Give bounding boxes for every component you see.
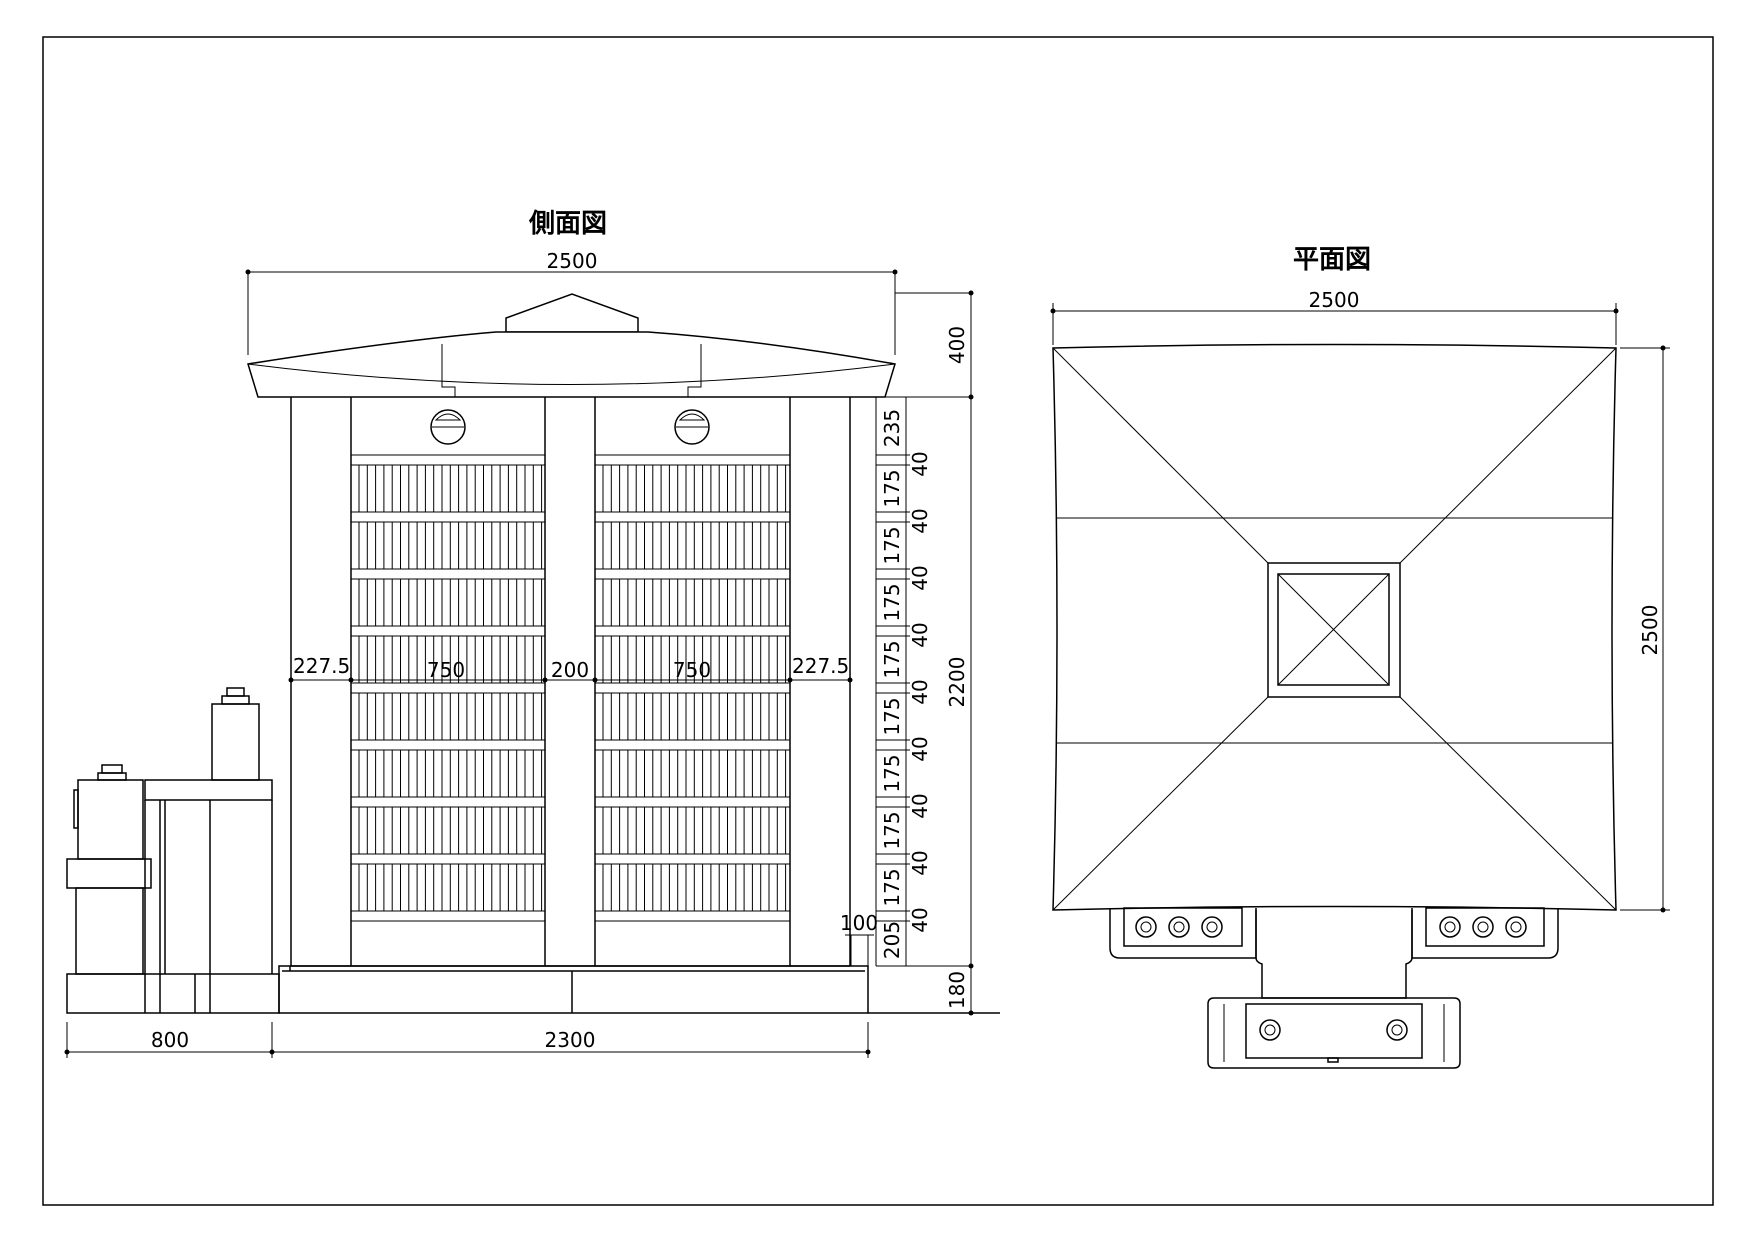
- dim-center-pillar: 200: [551, 658, 589, 682]
- dim-annex-width: 800: [151, 1028, 189, 1052]
- shelf-band: [350, 511, 546, 523]
- side-view: 側面図: [64, 209, 1000, 1058]
- shelf-band: [594, 739, 791, 751]
- dim-shelf-height: 175: [880, 583, 904, 621]
- dim-shelf-gap: 40: [908, 565, 932, 590]
- dim-overall-width: 2500: [547, 249, 598, 273]
- shelf-band: [594, 682, 791, 694]
- dim-body-height: 2200: [945, 657, 969, 708]
- bolt-hole-inner: [1510, 921, 1522, 933]
- side-view-title: 側面図: [528, 209, 607, 239]
- plan-roof-outline: [1052, 343, 1617, 911]
- shelf-band: [594, 910, 791, 922]
- base-plinth: [278, 965, 1000, 1014]
- shelf-band: [594, 796, 791, 808]
- dim-shelf-height: 175: [880, 868, 904, 906]
- dim-shelf-gap: 40: [908, 622, 932, 647]
- shelf-dimension-ticks: [875, 396, 910, 967]
- plan-dim-depth: 2500: [1638, 605, 1662, 656]
- bolt-hole-inner: [1140, 921, 1152, 933]
- crest-emblem-icon: [674, 409, 710, 445]
- bolt-hole-icon: [1505, 916, 1527, 938]
- annex-monument: [66, 687, 280, 1014]
- bolt-hole-icon: [1472, 916, 1494, 938]
- side-dimensions: [64, 269, 974, 1058]
- dim-left-bay: 750: [427, 658, 465, 682]
- plan-top-cap: [1267, 562, 1401, 698]
- dim-shelf-gap: 40: [908, 679, 932, 704]
- bolt-hole-inner: [1206, 921, 1218, 933]
- dim-shelf-gap: 40: [908, 907, 932, 932]
- plan-dim-width: 2500: [1309, 288, 1360, 312]
- shelf-dimension-labels: 4040404040404040401751751751751751751751…: [880, 451, 932, 932]
- bolt-hole-inner: [1444, 921, 1456, 933]
- shelf-grid: [350, 454, 791, 922]
- shelf-band: [350, 910, 546, 922]
- crest-emblem-icon: [430, 409, 466, 445]
- roof-eave-line: [247, 363, 896, 385]
- shelf-band: [350, 625, 546, 637]
- roof: [247, 293, 896, 398]
- shelf-band: [350, 853, 546, 865]
- roof-ridge-block: [441, 344, 702, 397]
- dim-plinth-offset: 100: [840, 911, 878, 935]
- plan-view-title: 平面図: [1293, 245, 1371, 275]
- dim-bottom-margin: 205: [880, 921, 904, 959]
- dim-right-pillar: 227.5: [792, 654, 849, 678]
- bolt-hole-inner: [1391, 1024, 1403, 1036]
- bolt-hole-icon: [1135, 916, 1157, 938]
- dim-right-bay: 750: [673, 658, 711, 682]
- shelf-band: [350, 796, 546, 808]
- dim-shelf-gap: 40: [908, 736, 932, 761]
- shelf-band: [350, 682, 546, 694]
- shelf-band: [594, 625, 791, 637]
- dim-roof-height: 400: [945, 326, 969, 364]
- plan-base-left: [1109, 907, 1257, 959]
- bolt-hole-icon: [1201, 916, 1223, 938]
- dim-shelf-gap: 40: [908, 793, 932, 818]
- shelf-band: [594, 568, 791, 580]
- dim-shelf-height: 175: [880, 640, 904, 678]
- bolt-hole-icon: [1259, 1019, 1281, 1041]
- dim-base-height: 180: [945, 971, 969, 1009]
- shelf-band: [594, 511, 791, 523]
- plan-base-right: [1411, 907, 1559, 959]
- dim-base-width: 2300: [545, 1028, 596, 1052]
- roof-body: [247, 331, 896, 398]
- shelf-band: [350, 454, 546, 466]
- bolt-hole-icon: [1439, 916, 1461, 938]
- dim-top-margin: 235: [880, 409, 904, 447]
- dim-shelf-height: 175: [880, 526, 904, 564]
- dim-shelf-height: 175: [880, 754, 904, 792]
- roof-cap: [505, 293, 639, 333]
- plan-holes: [1135, 916, 1527, 1041]
- plan-view: 平面図 2500 2500: [1050, 245, 1670, 1069]
- bolt-hole-inner: [1477, 921, 1489, 933]
- shelf-band: [350, 568, 546, 580]
- dim-shelf-height: 175: [880, 811, 904, 849]
- dim-shelf-gap: 40: [908, 508, 932, 533]
- dim-shelf-gap: 40: [908, 850, 932, 875]
- bolt-hole-icon: [1386, 1019, 1408, 1041]
- bolt-hole-inner: [1264, 1024, 1276, 1036]
- shelf-band: [350, 739, 546, 751]
- shelf-band: [594, 853, 791, 865]
- shelf-band: [594, 454, 791, 466]
- dim-shelf-gap: 40: [908, 451, 932, 476]
- bolt-hole-inner: [1173, 921, 1185, 933]
- dim-shelf-height: 175: [880, 697, 904, 735]
- dim-left-pillar: 227.5: [293, 654, 350, 678]
- sheet-border: [42, 36, 1714, 1206]
- dim-shelf-height: 175: [880, 469, 904, 507]
- bolt-hole-icon: [1168, 916, 1190, 938]
- plan-front-step: [1207, 910, 1461, 1069]
